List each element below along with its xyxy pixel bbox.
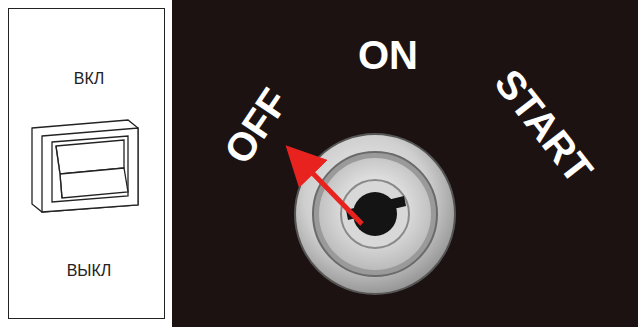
dark-panel [172, 0, 638, 327]
start-position: START [488, 62, 600, 189]
rocker-switch [32, 120, 138, 212]
on-position: ON [358, 35, 418, 75]
on-label: ВКЛ [74, 71, 105, 87]
key-switch [295, 134, 455, 294]
red-arrow [296, 156, 362, 224]
off-position: OFF [217, 82, 295, 171]
switch-panel: ВКЛ ВЫКЛ [8, 8, 165, 319]
ignition-panel: OFF ON START [172, 0, 638, 327]
off-label: ВЫКЛ [67, 263, 112, 279]
